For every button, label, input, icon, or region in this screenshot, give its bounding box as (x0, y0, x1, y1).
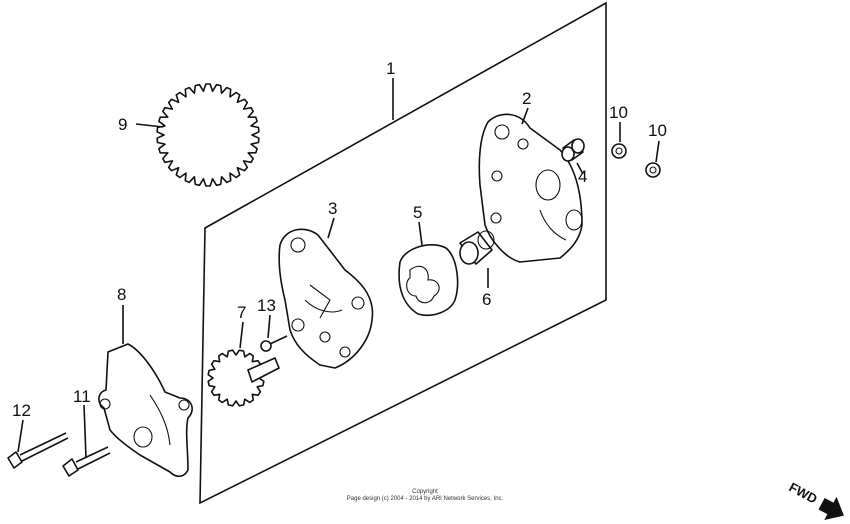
callout-3: 3 (328, 199, 337, 218)
callout-1: 1 (386, 59, 395, 78)
assembly-frame (199, 1, 607, 505)
callout-11: 11 (73, 387, 91, 406)
gear-teeth (156, 83, 260, 187)
part-3-pump-cover[interactable] (278, 228, 374, 369)
leader-10b (655, 140, 660, 163)
forward-arrow-icon (818, 496, 844, 520)
part-4-dowel-pin[interactable] (561, 138, 585, 162)
part-10-washer-left[interactable] (611, 143, 627, 159)
copyright-line-2: Page design (c) 2004 - 2014 by ARI Netwo… (347, 496, 504, 502)
callout-8: 8 (117, 285, 126, 304)
part-8-cover[interactable] (98, 343, 193, 478)
part-11-bolt[interactable] (62, 446, 111, 477)
leader-4 (576, 162, 584, 175)
part-9-gear[interactable] (156, 83, 260, 187)
callout-5: 5 (413, 203, 422, 222)
leader-3 (327, 217, 335, 239)
leader-5 (418, 221, 423, 246)
part-13-screw[interactable] (260, 335, 288, 352)
callout-2: 2 (522, 89, 531, 108)
part-12-long-bolt[interactable] (7, 432, 69, 469)
callout-9: 9 (118, 115, 127, 134)
callout-13: 13 (257, 296, 276, 315)
leader-11 (83, 404, 87, 459)
callout-6: 6 (482, 290, 491, 309)
leader-13 (267, 314, 271, 339)
copyright-line-1: Copyright (412, 489, 438, 495)
leader-9 (135, 123, 164, 128)
leader-2 (521, 107, 529, 125)
part-7-small-gear[interactable] (207, 349, 280, 407)
part-10-washer-right[interactable] (645, 162, 661, 178)
gear-teeth (207, 349, 265, 407)
forward-label: FWD (787, 479, 820, 506)
callout-10-right: 10 (648, 121, 667, 140)
callout-10-left: 10 (609, 103, 628, 122)
part-6-inner-rotor[interactable] (459, 230, 495, 265)
leader-7 (239, 321, 244, 349)
callout-4: 4 (578, 167, 587, 186)
callout-7: 7 (237, 303, 246, 322)
part-2-pump-body[interactable] (478, 113, 583, 263)
leader-12 (17, 419, 24, 453)
callout-12: 12 (12, 401, 31, 420)
part-5-outer-rotor[interactable] (398, 244, 459, 316)
